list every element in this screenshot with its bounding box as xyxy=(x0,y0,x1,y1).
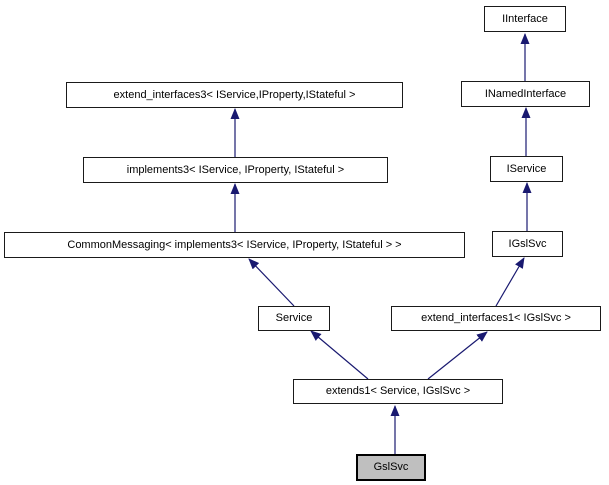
class-node-gslsvc-current: GslSvc xyxy=(356,454,426,481)
class-node-implements3[interactable]: implements3< IService, IProperty, IState… xyxy=(83,157,388,183)
class-node-extends1[interactable]: extends1< Service, IGslSvc > xyxy=(293,379,503,404)
class-node-igslsvc[interactable]: IGslSvc xyxy=(492,231,563,257)
arrow-extends1-to-service xyxy=(310,330,369,380)
class-node-iservice[interactable]: IService xyxy=(490,156,563,182)
class-node-service[interactable]: Service xyxy=(258,306,330,331)
class-node-iinterface[interactable]: IInterface xyxy=(484,6,566,32)
arrow-extendinterfaces1-to-igslsvc xyxy=(495,257,525,307)
class-node-extend-interfaces3[interactable]: extend_interfaces3< IService,IProperty,I… xyxy=(66,82,403,108)
class-node-extend-interfaces1[interactable]: extend_interfaces1< IGslSvc > xyxy=(391,306,601,331)
arrow-service-to-commonmessaging xyxy=(248,258,295,307)
class-node-commonmessaging[interactable]: CommonMessaging< implements3< IService, … xyxy=(4,232,465,258)
class-node-inamedinterface[interactable]: INamedInterface xyxy=(461,81,590,107)
arrow-extends1-to-extendinterfaces1 xyxy=(427,331,488,380)
